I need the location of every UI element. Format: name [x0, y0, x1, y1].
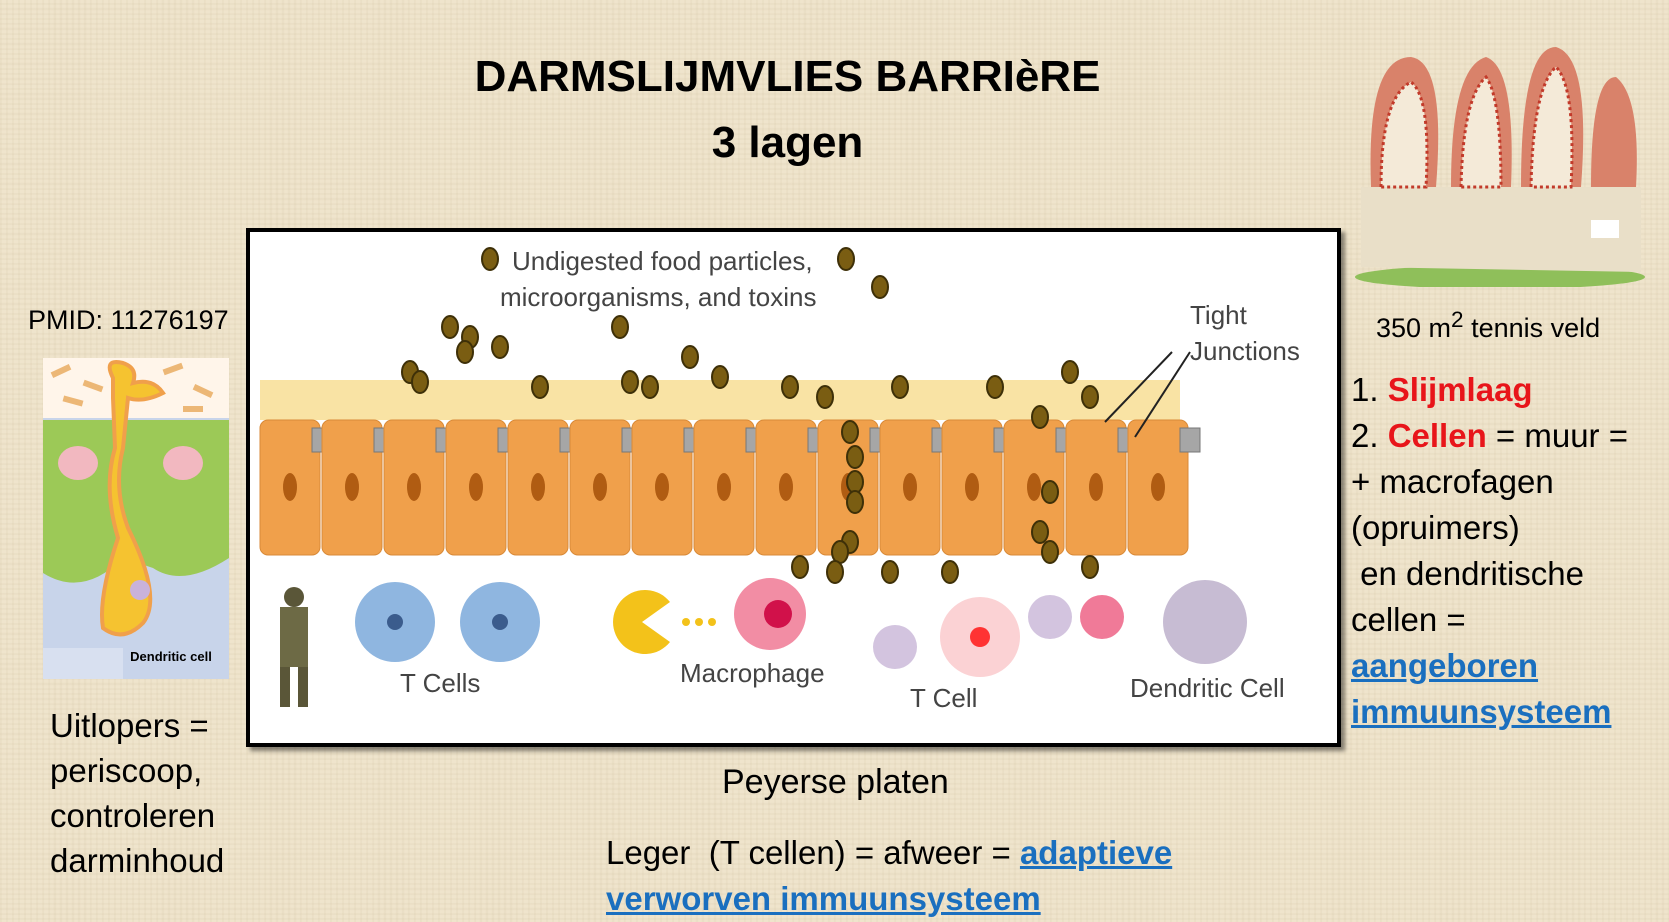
food-particle [781, 375, 799, 399]
peyer-patches-caption: Peyerse platen [722, 763, 949, 801]
food-particle [831, 540, 849, 564]
adaptive-immunity-text: Leger (T cellen) = afweer = adaptieve ve… [606, 830, 1172, 922]
slide-subtitle: 3 lagen [711, 118, 864, 167]
dendritic-cell-label: Dendritic cell [130, 649, 212, 664]
cell-nucleus [407, 473, 421, 501]
list-number: 1. [1351, 371, 1388, 408]
food-particle [846, 490, 864, 514]
cell-nucleus [965, 473, 979, 501]
food-particle [491, 335, 509, 359]
innate-immunity-link[interactable]: aangeboren [1351, 647, 1539, 684]
tight-junctions-label-2: Junctions [1190, 336, 1300, 366]
cell-nucleus [283, 473, 297, 501]
food-particle [986, 375, 1004, 399]
cell-nucleus [1089, 473, 1103, 501]
layer-mucus: Slijmlaag [1387, 371, 1533, 408]
layer-cells: Cellen [1387, 417, 1487, 454]
food-particle [641, 375, 659, 399]
food-particle [881, 560, 899, 584]
food-particle [1031, 520, 1049, 544]
list-text: cellen = [1351, 601, 1466, 638]
soldier-icon [280, 587, 308, 707]
dendritic-cell-diagram-label: Dendritic Cell [1130, 673, 1285, 703]
layers-list: 1. Slijmlaag 2. Cellen = muur = + macrof… [1351, 367, 1628, 735]
food-particle [846, 445, 864, 469]
food-particle [816, 385, 834, 409]
left-line: Uitlopers = [50, 707, 209, 744]
food-particle [711, 365, 729, 389]
food-particle [1081, 385, 1099, 409]
adaptive-immunity-link[interactable]: adaptieve [1019, 834, 1173, 871]
tight-junctions-label-1: Tight [1190, 300, 1248, 330]
list-number: 2. [1351, 417, 1388, 454]
dendritic-cell-figure: Dendritic cell [43, 358, 229, 679]
cell-nucleus [1151, 473, 1165, 501]
cell-nucleus [469, 473, 483, 501]
innate-immunity-link[interactable]: immuunsysteem [1351, 693, 1612, 730]
adaptive-immunity-link[interactable]: verworven immuunsysteem [606, 880, 1041, 917]
caption-text: tennis veld [1463, 313, 1601, 343]
food-particle [826, 560, 844, 584]
food-particle [611, 315, 629, 339]
food-particles-label-1: Undigested food particles, [512, 246, 813, 276]
cell-nucleus [593, 473, 607, 501]
food-particle [411, 370, 429, 394]
food-particle [871, 275, 889, 299]
food-particles-label-2: microorganisms, and toxins [500, 282, 816, 312]
left-line: darminhoud [50, 842, 225, 879]
list-text: + macrofagen [1351, 463, 1554, 500]
slide-title: DARMSLIJMVLIES BARRIèRE [474, 52, 1101, 101]
surface-area-caption: 350 m2 tennis veld [1376, 307, 1600, 344]
cell-nucleus [1027, 473, 1041, 501]
caption-text: 350 m [1376, 313, 1452, 343]
caption-superscript: 2 [1451, 307, 1464, 332]
food-particle [846, 470, 864, 494]
food-particle [841, 420, 859, 444]
food-particle [1081, 555, 1099, 579]
food-particle [531, 375, 549, 399]
left-line: controleren [50, 797, 216, 834]
food-particle [621, 370, 639, 394]
food-particle [441, 315, 459, 339]
food-particle [456, 340, 474, 364]
food-particle [1041, 540, 1059, 564]
list-text: en dendritische [1351, 555, 1584, 592]
cell-nucleus [655, 473, 669, 501]
food-particle [891, 375, 909, 399]
army-text: Leger (T cellen) = afweer = [606, 834, 1020, 871]
t-cell-label: T Cell [910, 683, 977, 713]
list-text: = muur = [1486, 417, 1628, 454]
tight-junction [1179, 427, 1201, 453]
t-cells-label: T Cells [400, 668, 480, 698]
left-line: periscoop, [50, 752, 203, 789]
food-particle [791, 555, 809, 579]
pmid-reference: PMID: 11276197 [28, 305, 229, 335]
gut-barrier-diagram: Undigested food particles, microorganism… [246, 228, 1341, 747]
cell-nucleus [903, 473, 917, 501]
food-particle [481, 247, 499, 271]
cell-nucleus [779, 473, 793, 501]
food-particle [941, 560, 959, 584]
left-description: Uitlopers = periscoop, controleren darmi… [50, 703, 224, 883]
food-particle [1041, 480, 1059, 504]
food-particle [1061, 360, 1079, 384]
food-particle [837, 247, 855, 271]
cell-nucleus [345, 473, 359, 501]
pacman-icon [613, 590, 670, 654]
food-particle [681, 345, 699, 369]
list-text: (opruimers) [1351, 509, 1520, 546]
cell-nucleus [717, 473, 731, 501]
macrophage-label: Macrophage [680, 658, 825, 688]
intestinal-villi-model-image [1351, 37, 1649, 289]
cell-nucleus [531, 473, 545, 501]
food-particle [1031, 405, 1049, 429]
